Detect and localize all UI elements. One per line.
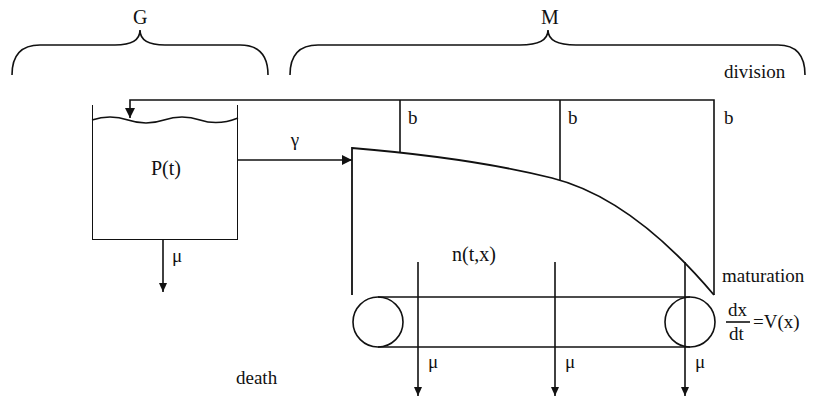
group-label: M bbox=[541, 6, 559, 28]
division-line bbox=[559, 100, 561, 180]
fraction-part: dx bbox=[728, 300, 747, 321]
rate-label: μ bbox=[428, 352, 438, 373]
belt-roller bbox=[665, 297, 715, 347]
rate-label: μ bbox=[695, 352, 705, 373]
node-label: P(t) bbox=[151, 157, 181, 179]
group-bracket bbox=[12, 30, 268, 75]
belt-roller bbox=[353, 297, 403, 347]
group-label: G bbox=[133, 6, 147, 28]
flow-arrow bbox=[130, 100, 714, 295]
rate-label: b bbox=[568, 108, 578, 129]
division-line bbox=[399, 100, 401, 153]
fraction-part: =V(x) bbox=[753, 312, 800, 333]
fraction-part: dt bbox=[729, 324, 744, 345]
rate-label: μ bbox=[172, 246, 182, 267]
pool-tank: P(t) bbox=[92, 105, 238, 240]
density-outline bbox=[352, 148, 714, 295]
rate-label: b bbox=[724, 108, 734, 129]
process-label: division bbox=[724, 62, 785, 83]
process-label: maturation bbox=[722, 266, 804, 287]
death-arrow bbox=[554, 262, 556, 396]
maturation-region: n(t,x) bbox=[352, 148, 714, 295]
rate-label: γ bbox=[291, 130, 299, 151]
death-arrow bbox=[684, 262, 686, 396]
belt-edge bbox=[378, 346, 690, 348]
belt-edge bbox=[378, 296, 690, 298]
node-label: n(t,x) bbox=[452, 243, 496, 265]
rate-label: b bbox=[408, 108, 418, 129]
rate-label: μ bbox=[565, 352, 575, 373]
flow-arrow bbox=[238, 159, 352, 161]
fraction-bar bbox=[726, 321, 750, 323]
death-arrow bbox=[417, 262, 419, 396]
water-surface bbox=[92, 117, 238, 123]
death-arrow bbox=[162, 240, 164, 292]
process-label: death bbox=[236, 368, 277, 389]
